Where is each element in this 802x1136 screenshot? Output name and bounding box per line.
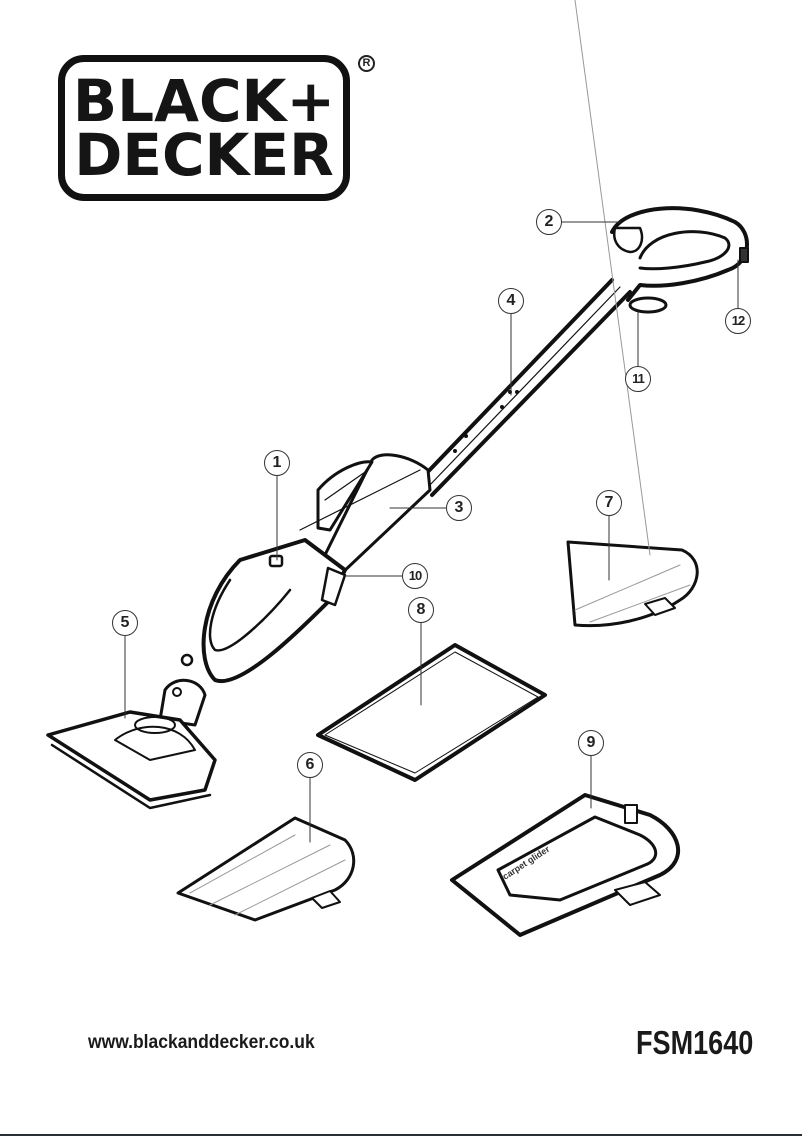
handle-icon [610, 206, 749, 302]
callout-11: 11 [625, 366, 651, 392]
logo-line-1: BLACK+ [72, 67, 336, 135]
callout-5: 5 [112, 610, 138, 636]
registered-trademark-icon: R [358, 55, 375, 72]
bottom-rule [0, 1134, 802, 1136]
website-url: www.blackanddecker.co.uk [88, 1032, 315, 1053]
pole-icon [418, 278, 632, 497]
callout-8: 8 [408, 597, 434, 623]
steam-mop-illustration: carpet glider [46, 0, 749, 937]
callout-9: 9 [578, 730, 604, 756]
pad-6-icon [176, 816, 356, 922]
callout-7: 7 [596, 490, 622, 516]
callout-10: 10 [402, 563, 428, 589]
callout-3: 3 [446, 495, 472, 521]
callout-2: 2 [536, 209, 562, 235]
logo-line-2: DECKER [74, 121, 334, 189]
mop-head-icon [46, 679, 217, 810]
cord-hook-icon [628, 296, 668, 314]
cord-clip-icon [320, 566, 347, 607]
brand-logo: BLACK+ DECKER [58, 55, 350, 201]
callout-6: 6 [297, 752, 323, 778]
callout-12: 12 [725, 308, 751, 334]
model-number: FSM1640 [636, 1024, 754, 1061]
callout-4: 4 [498, 288, 524, 314]
steam-button-icon [268, 554, 284, 568]
callout-1: 1 [264, 450, 290, 476]
pad-7-icon [566, 0, 699, 628]
body-icon [180, 453, 432, 684]
carpet-glider-icon: carpet glider [450, 793, 681, 937]
pad-8-icon [316, 643, 547, 782]
